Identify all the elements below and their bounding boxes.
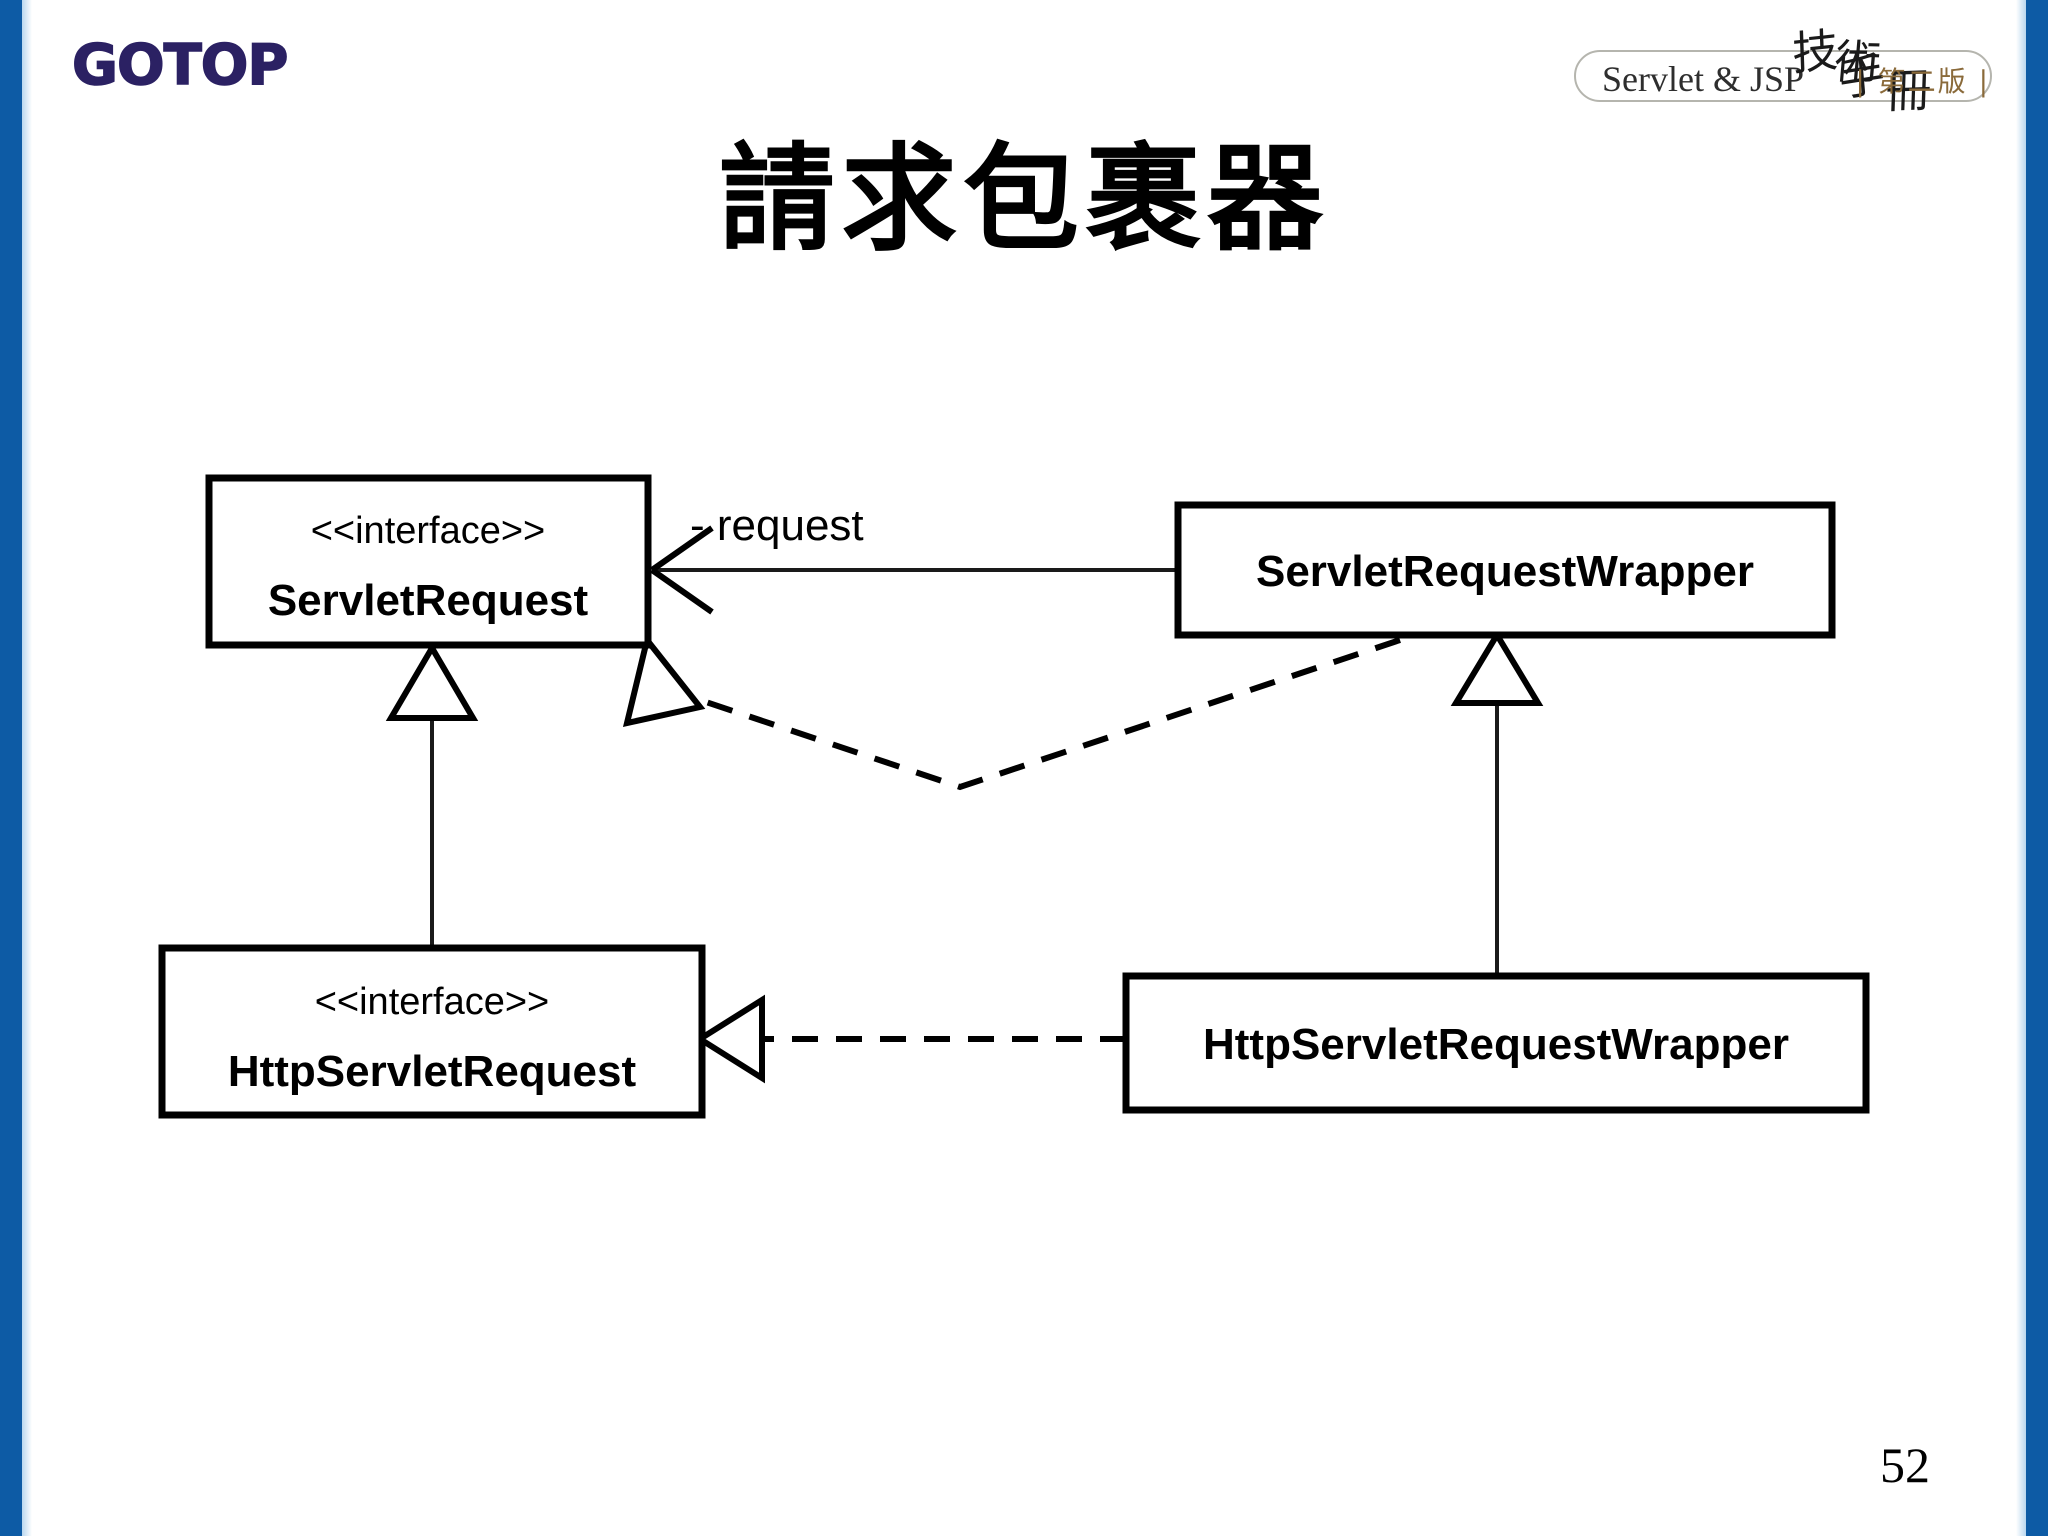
right-accent-bar bbox=[2026, 0, 2048, 1536]
left-accent-glow bbox=[22, 0, 32, 1536]
association-label: - request bbox=[690, 501, 864, 550]
class-box-servlet-request[interactable]: <<interface>> ServletRequest bbox=[205, 474, 652, 649]
class-name: HttpServletRequestWrapper bbox=[1203, 1020, 1789, 1069]
realization-triangle-icon bbox=[694, 994, 765, 1084]
left-accent-bar bbox=[0, 0, 22, 1536]
edge-realization-wrapper-request bbox=[622, 633, 1401, 791]
edge-generalization-http-request bbox=[385, 642, 479, 948]
badge-title: Servlet & JSP bbox=[1602, 59, 1805, 99]
book-series-badge: Servlet & JSP 技術手冊 | 第二版 | bbox=[1574, 23, 2004, 119]
class-stereotype: <<interface>> bbox=[315, 981, 550, 1023]
badge-pill-outline bbox=[1574, 50, 1992, 102]
class-box-http-servlet-request-wrapper[interactable]: HttpServletRequestWrapper bbox=[1122, 972, 1870, 1114]
generalization-triangle-icon bbox=[385, 642, 479, 721]
edge-realization-http-wrapper bbox=[694, 994, 1126, 1084]
page-number: 52 bbox=[1880, 1437, 1930, 1493]
class-name: HttpServletRequest bbox=[228, 1047, 637, 1096]
badge-edition-label: | 第二版 | bbox=[1855, 65, 1990, 98]
class-box-http-servlet-request[interactable]: <<interface>> HttpServletRequest bbox=[158, 944, 706, 1119]
class-box-outline bbox=[1122, 972, 1870, 1114]
realization-triangle-icon bbox=[622, 633, 706, 727]
class-name: ServletRequest bbox=[268, 576, 589, 625]
class-box-servlet-request-wrapper[interactable]: ServletRequestWrapper bbox=[1174, 501, 1836, 639]
edge-generalization-http-wrapper bbox=[1450, 629, 1544, 976]
class-box-outline bbox=[1174, 501, 1836, 639]
generalization-triangle-icon bbox=[1450, 629, 1544, 706]
class-stereotype: <<interface>> bbox=[311, 510, 546, 552]
class-box-outline bbox=[158, 944, 706, 1119]
page-title: 請求包裹器 bbox=[719, 132, 1329, 267]
class-name: ServletRequestWrapper bbox=[1256, 547, 1754, 596]
class-box-outline bbox=[205, 474, 652, 649]
edge-association-request bbox=[650, 525, 1178, 615]
gotop-logo: GOTOP bbox=[71, 33, 289, 98]
realization-line bbox=[699, 637, 1401, 791]
association-arrowhead-icon bbox=[650, 525, 714, 615]
